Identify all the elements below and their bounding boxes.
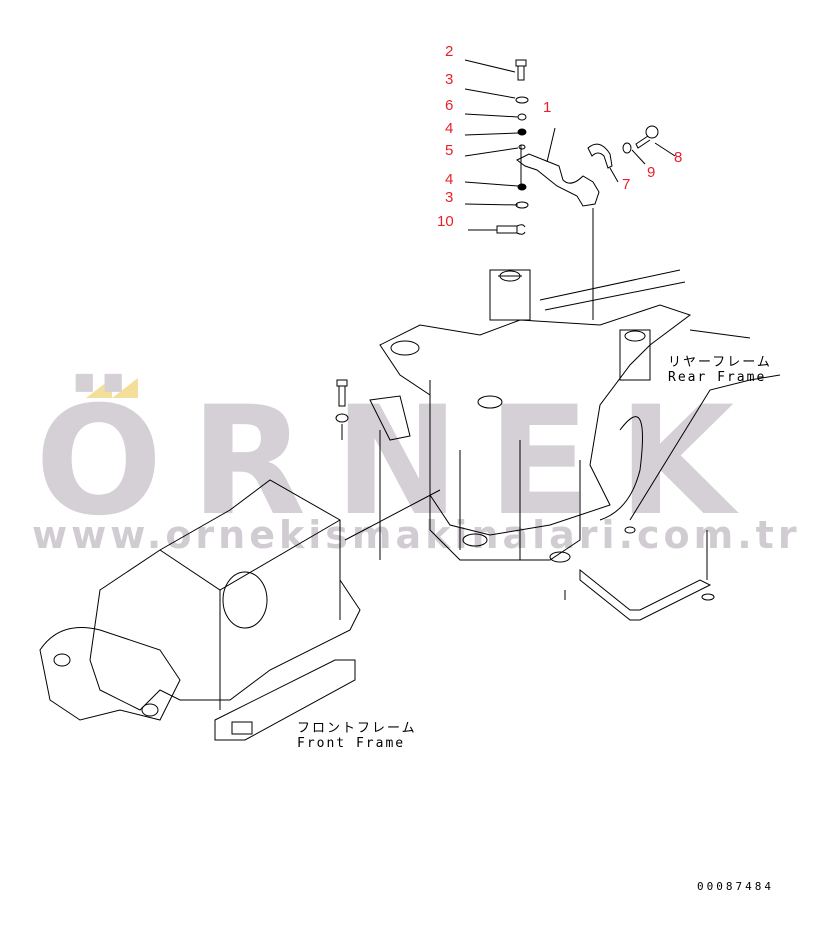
callout-2: 2 [445,43,454,60]
callout-9: 9 [647,164,656,181]
rear-frame-en: Rear Frame [668,370,767,385]
callout-7: 7 [622,176,631,193]
callout-1: 1 [543,99,552,116]
callout-3: 3 [445,71,454,88]
callout-8: 8 [674,149,683,166]
clamp-7 [587,143,613,169]
front-frame-jp: フロントフレーム [297,721,417,736]
bolt-8 [635,125,659,149]
rear-frame [379,269,781,621]
nut-4 [517,128,527,136]
callout-4b: 4 [445,171,454,188]
front-frame [39,379,441,741]
leader-lines [464,59,676,320]
watermark-brand: ÖRNEK [35,375,763,549]
callout-10: 10 [437,213,454,230]
spacer-6 [517,113,527,121]
clip-10 [496,224,526,235]
washer-5 [518,144,526,150]
watermark-umlaut [86,378,112,398]
callout-6: 6 [445,97,454,114]
washer-3b [515,201,529,209]
bracket-1 [516,153,600,207]
washer-3 [515,96,529,104]
nut-4b [517,183,527,191]
watermark-url: www.ornekismakinalari.com.tr [32,513,801,557]
callout-4: 4 [445,120,454,137]
watermark-umlaut [112,378,138,398]
front-frame-label: フロントフレーム Front Frame [297,721,417,751]
rear-frame-label: リヤーフレーム Rear Frame [668,355,772,385]
callout-5: 5 [445,142,454,159]
bolt-2 [515,59,527,81]
drawing-code: 00087484 [697,880,774,893]
washer-9 [622,142,632,154]
rear-frame-jp: リヤーフレーム [668,355,772,370]
callout-3b: 3 [445,189,454,206]
front-frame-en: Front Frame [297,736,406,751]
